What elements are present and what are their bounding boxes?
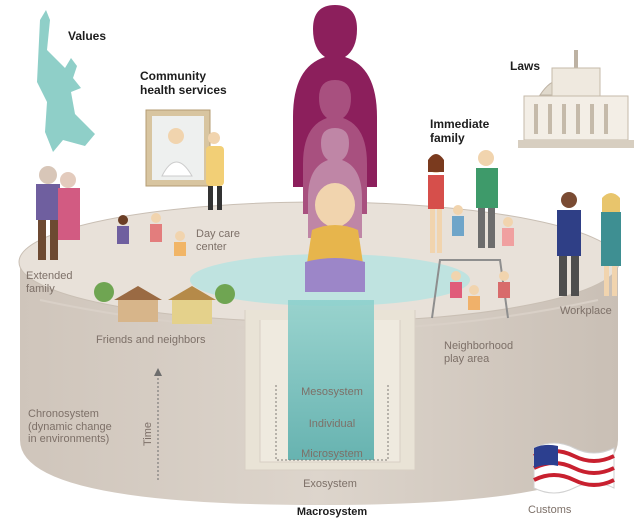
growth-silhouettes [293,5,377,292]
label-mesosystem: Mesosystem [301,386,363,398]
label-laws: Laws [510,59,541,73]
label-individual: Individual [308,418,356,430]
play-area-swings [431,259,510,319]
label-immediate-family: Immediate family [430,117,490,145]
us-flag-icon [533,442,615,494]
workplace-figures [557,192,621,296]
label-microsystem: Microsystem [301,448,363,460]
extended-family-figures [36,166,80,260]
label-exosystem: Exosystem [303,478,357,490]
immediate-family-figures [428,150,514,253]
label-extended-family: Extended family [26,270,73,295]
label-values: Values [68,29,107,43]
statue-of-liberty-icon [37,10,95,152]
time-arrow [154,368,162,480]
label-macrosystem: Macrosystem [296,506,368,518]
capitol-building-icon [518,50,634,148]
label-chronosystem: Chronosystem (dynamic change in environm… [28,408,112,446]
day-care-children [117,213,186,256]
label-neighborhood-play: Neighborhood play area [444,340,514,365]
label-friends-neighbors: Friends and neighbors [96,334,206,346]
neighborhood-houses [94,282,235,324]
label-community-health: Community health services [140,69,227,97]
label-customs: Customs [528,504,572,516]
label-time: Time [142,421,154,446]
label-day-care: Day care center [196,228,241,253]
label-workplace: Workplace [560,305,612,317]
nested-rings [244,300,416,471]
doctor-portrait-icon [145,109,224,210]
